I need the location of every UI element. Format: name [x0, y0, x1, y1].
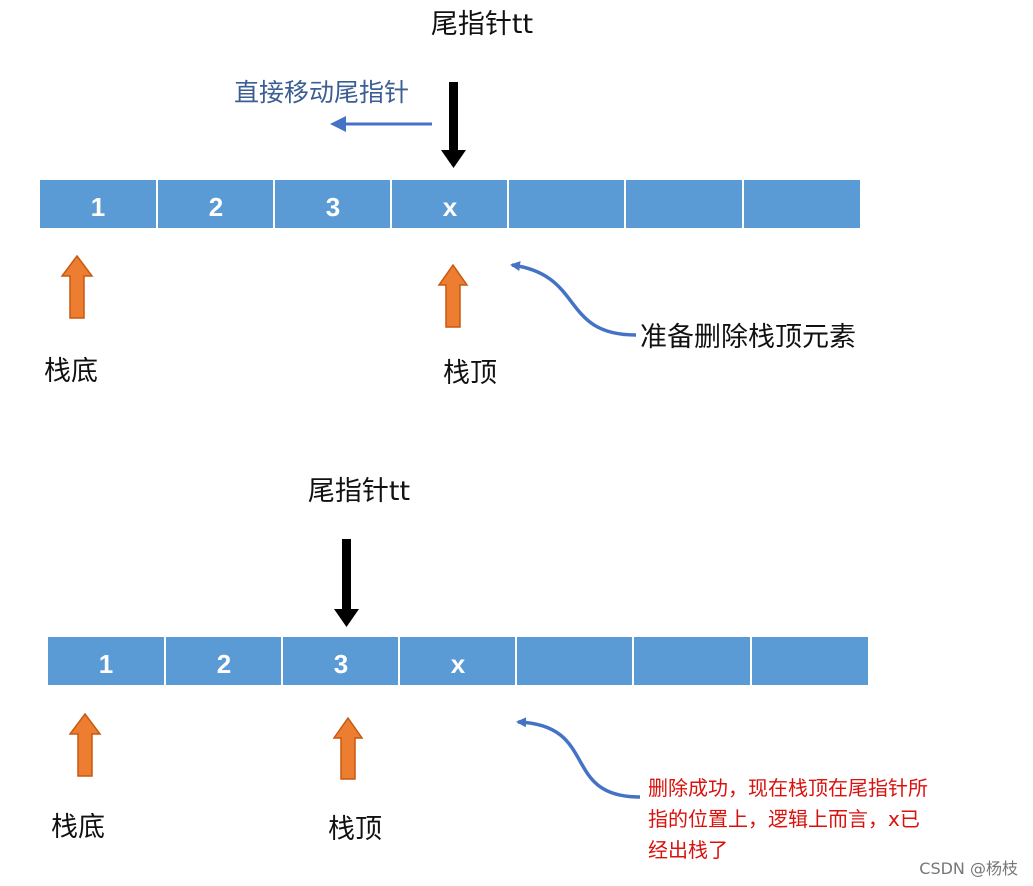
top-top-label: 栈顶: [443, 358, 497, 389]
bottom-result-note-line-2: 指的位置上，逻辑上而言，x已: [648, 807, 920, 831]
bottom-result-note-line-1: 删除成功，现在栈顶在尾指针所: [648, 776, 928, 800]
top-tail-pointer-arrow: [441, 82, 466, 168]
bottom-cell-2: 2: [217, 649, 231, 679]
top-cell-2: 2: [209, 192, 223, 222]
watermark: CSDN @杨枝: [919, 859, 1018, 878]
top-action-note: 准备删除栈顶元素: [640, 322, 856, 353]
bottom-cell-3: 3: [334, 649, 348, 679]
bottom-result-note-line-3: 经出栈了: [648, 838, 728, 862]
top-tail-pointer-label: 尾指针tt: [431, 9, 533, 40]
bottom-cell-1: 1: [99, 649, 113, 679]
bottom-tail-pointer-arrow: [334, 539, 359, 627]
top-diagram: 尾指针tt 直接移动尾指针 1 2 3 x 栈底: [40, 9, 860, 389]
bottom-diagram: 尾指针tt 1 2 3 x 栈底 栈顶 删除成功，现在栈顶在尾指: [48, 476, 928, 862]
bottom-cell-4: x: [451, 649, 466, 679]
bottom-top-arrow: [332, 716, 364, 780]
top-move-left-arrow: [330, 116, 432, 132]
top-curved-arrow: [510, 261, 637, 337]
bottom-stack-array: 1 2 3 x: [48, 637, 868, 685]
top-cell-4: x: [443, 192, 458, 222]
top-move-note: 直接移动尾指针: [234, 78, 409, 107]
bottom-bottom-label: 栈底: [51, 812, 105, 843]
top-bottom-arrow: [60, 254, 94, 319]
top-top-arrow: [437, 263, 469, 328]
top-cell-1: 1: [91, 192, 105, 222]
bottom-curved-arrow: [516, 717, 641, 799]
bottom-result-note: 删除成功，现在栈顶在尾指针所 指的位置上，逻辑上而言，x已 经出栈了: [648, 776, 928, 862]
bottom-bottom-arrow: [68, 712, 102, 777]
top-stack-array: 1 2 3 x: [40, 180, 860, 228]
top-cell-3: 3: [326, 192, 340, 222]
bottom-tail-pointer-label: 尾指针tt: [308, 476, 410, 507]
bottom-top-label: 栈顶: [328, 814, 382, 845]
top-bottom-label: 栈底: [44, 356, 98, 387]
